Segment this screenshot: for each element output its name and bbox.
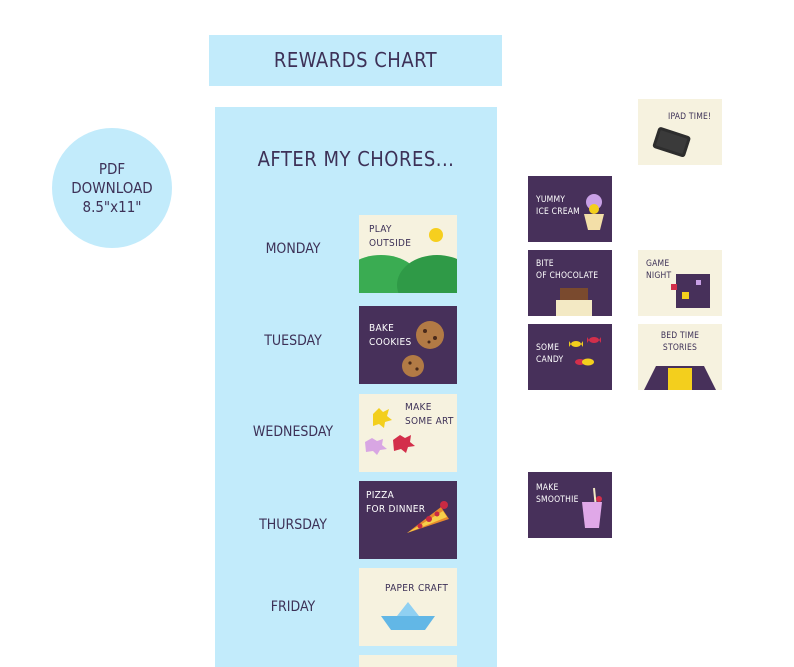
- extra-card-game-night[interactable]: GAME NIGHT: [638, 250, 722, 316]
- reward-card-pizza-for-dinner[interactable]: PIZZA FOR DINNER: [359, 481, 457, 559]
- card-label: PIZZA FOR DINNER: [366, 490, 426, 515]
- title-banner: REWARDS CHART: [209, 35, 502, 86]
- card-label: MAKE SMOOTHIE: [536, 483, 579, 505]
- sun-hills-icon: [359, 228, 457, 293]
- extra-card-bite-of-chocolate[interactable]: BITE OF CHOCOLATE: [528, 250, 612, 316]
- reward-card-bake-cookies[interactable]: BAKE COOKIES: [359, 306, 457, 384]
- chart-heading: AFTER MY CHORES...: [257, 147, 455, 171]
- chart-panel: AFTER MY CHORES... MONDAY TUESDAY WEDNES…: [215, 107, 497, 667]
- extra-card-ipad-time[interactable]: IPAD TIME!: [638, 99, 722, 165]
- reward-card-partial[interactable]: [359, 655, 457, 667]
- card-label: YUMMY ICE CREAM: [536, 195, 580, 217]
- candy-icon: [569, 337, 601, 366]
- chocolate-bar-icon: [556, 288, 592, 316]
- reward-card-make-some-art[interactable]: MAKE SOME ART: [359, 394, 457, 472]
- cookies-icon: [402, 321, 444, 377]
- day-label-wednesday: WEDNESDAY: [252, 424, 334, 440]
- card-label: BAKE COOKIES: [369, 323, 412, 348]
- card-label: MAKE SOME ART: [405, 402, 454, 427]
- extra-card-make-smoothie[interactable]: MAKE SMOOTHIE: [528, 472, 612, 538]
- card-label: SOME CANDY: [536, 343, 564, 365]
- smoothie-cup-icon: [582, 487, 602, 528]
- tablet-icon: [652, 127, 691, 158]
- extra-card-yummy-ice-cream[interactable]: YUMMY ICE CREAM: [528, 176, 612, 242]
- card-label: PLAY OUTSIDE: [369, 224, 412, 249]
- badge-line-size: 8.5"x11": [82, 197, 142, 216]
- page-title: REWARDS CHART: [273, 48, 438, 72]
- open-book-icon: [644, 366, 716, 390]
- paper-boat-icon: [381, 602, 435, 630]
- day-label-tuesday: TUESDAY: [264, 333, 322, 349]
- badge-line-download: DOWNLOAD: [71, 178, 153, 197]
- card-label: GAME NIGHT: [646, 259, 672, 281]
- paint-splat-icon: [365, 408, 415, 455]
- card-label: BED TIME STORIES: [660, 331, 700, 353]
- dice-board-icon: [671, 274, 710, 308]
- card-label: PAPER CRAFT: [385, 583, 449, 594]
- day-label-friday: FRIDAY: [270, 599, 316, 615]
- card-label: BITE OF CHOCOLATE: [536, 259, 599, 281]
- day-label-monday: MONDAY: [265, 241, 321, 257]
- pizza-slice-icon: [407, 501, 449, 533]
- extra-card-some-candy[interactable]: SOME CANDY: [528, 324, 612, 390]
- day-label-thursday: THURSDAY: [259, 517, 327, 533]
- reward-card-paper-craft[interactable]: PAPER CRAFT: [359, 568, 457, 646]
- ice-cream-icon: [584, 194, 604, 230]
- card-label: IPAD TIME!: [668, 112, 712, 122]
- badge-line-pdf: PDF: [98, 159, 126, 178]
- reward-card-play-outside[interactable]: PLAY OUTSIDE: [359, 215, 457, 293]
- extra-card-bed-time-stories[interactable]: BED TIME STORIES: [638, 324, 722, 390]
- pdf-download-badge[interactable]: PDF DOWNLOAD 8.5"x11": [52, 128, 172, 248]
